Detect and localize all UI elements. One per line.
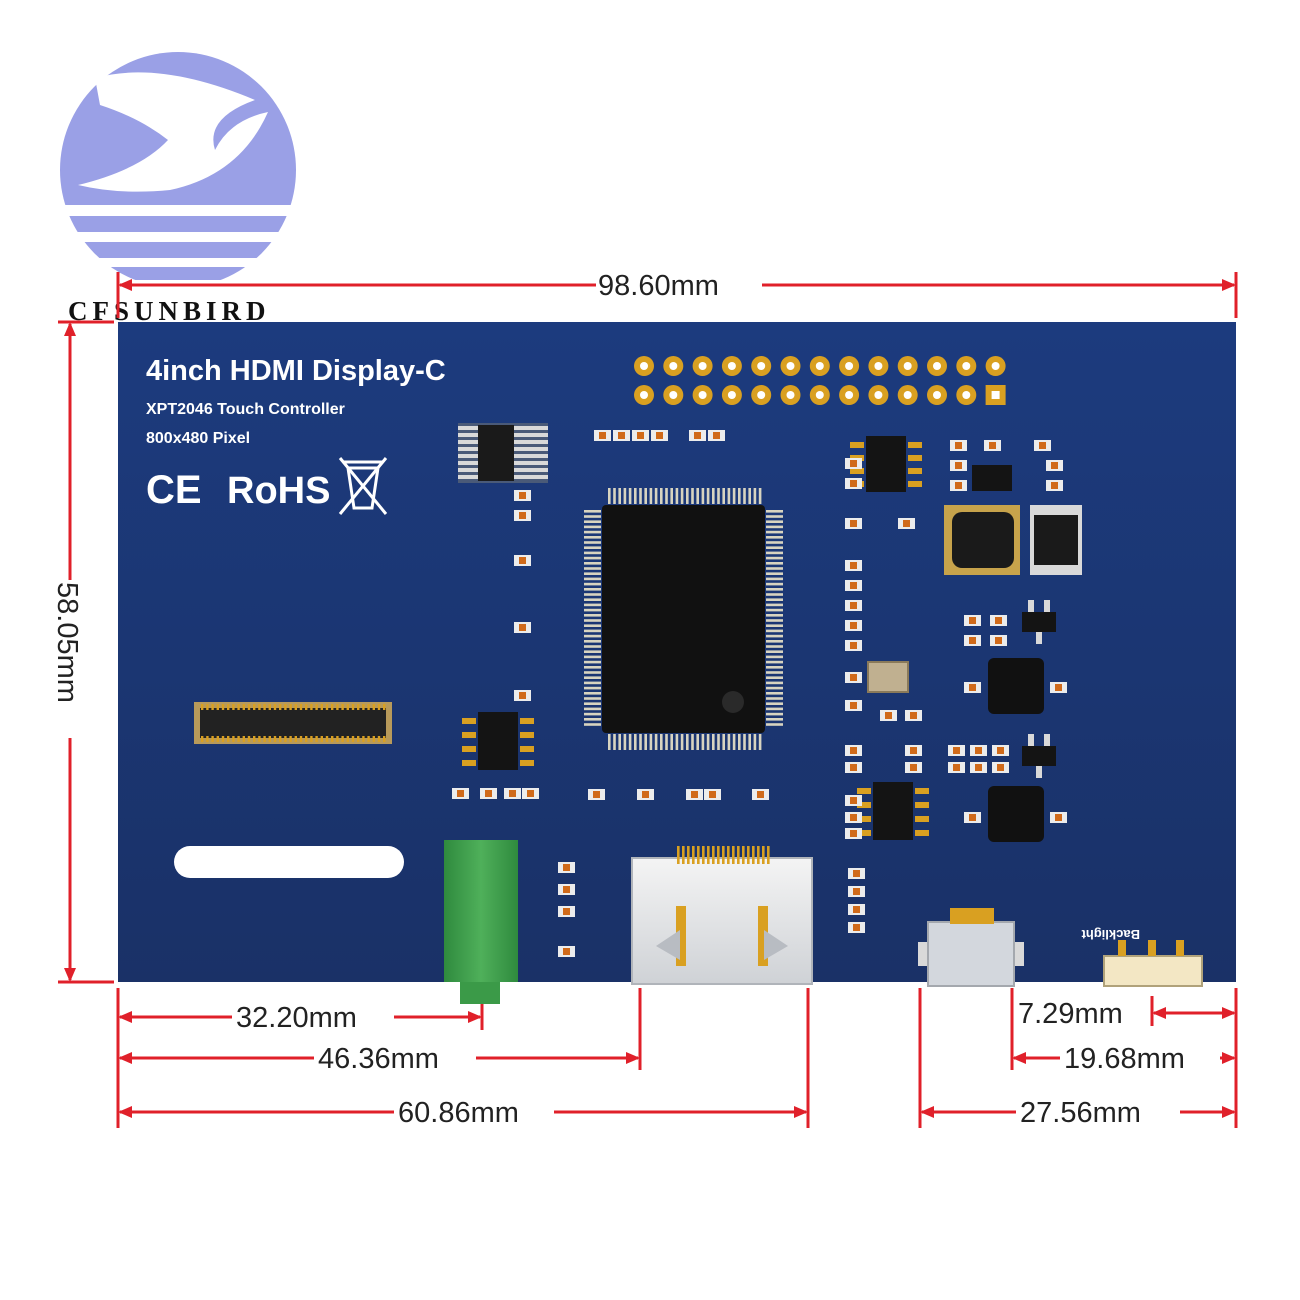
main-chip [584,488,783,750]
regulator-chip-c [857,782,929,840]
dim-hdmi-left: 46.36mm [318,1043,439,1075]
mounting-slot [174,846,404,878]
certification-marks: CE RoHS [146,457,388,515]
inductor-a [944,505,1020,575]
dim-usb-right: 19.68mm [1064,1043,1185,1075]
sot-chip-c [1022,734,1056,778]
brand-logo [56,52,300,292]
inductor-b [988,658,1044,714]
dim-audio-offset: 32.20mm [236,1002,357,1034]
sot-chip-a [972,465,1012,491]
audio-jack [444,840,518,1004]
dim-switch-offset: 7.29mm [1018,998,1123,1030]
crystal [867,661,909,693]
fpc-connector [194,702,392,744]
diode [1030,505,1082,575]
backlight-switch: Backlight [1081,927,1203,987]
weee-bin-icon [338,457,388,515]
board-title: 4inch HDMI Display-C [146,355,446,387]
rohs-mark: RoHS [227,470,330,512]
touch-controller-chip [458,423,548,483]
hdmi-connector [631,846,813,985]
inductor-c [988,786,1044,842]
dim-usb-left: 27.56mm [1020,1097,1141,1129]
board-controller-label: XPT2046 Touch Controller [146,401,345,418]
micro-usb-connector [918,908,1024,987]
passive-components [452,430,1067,957]
ce-mark: CE [146,468,202,512]
dim-hdmi-right: 60.86mm [398,1097,519,1129]
sot-chip-b [1022,600,1056,644]
gpio-header [634,356,1006,405]
backlight-label: Backlight [1081,927,1140,942]
dim-height: 58.05mm [51,582,83,703]
dim-width: 98.60mm [598,270,719,302]
board-resolution-label: 800x480 Pixel [146,430,250,447]
dimension-lines [58,272,1238,1128]
regulator-chip-a [462,712,534,770]
